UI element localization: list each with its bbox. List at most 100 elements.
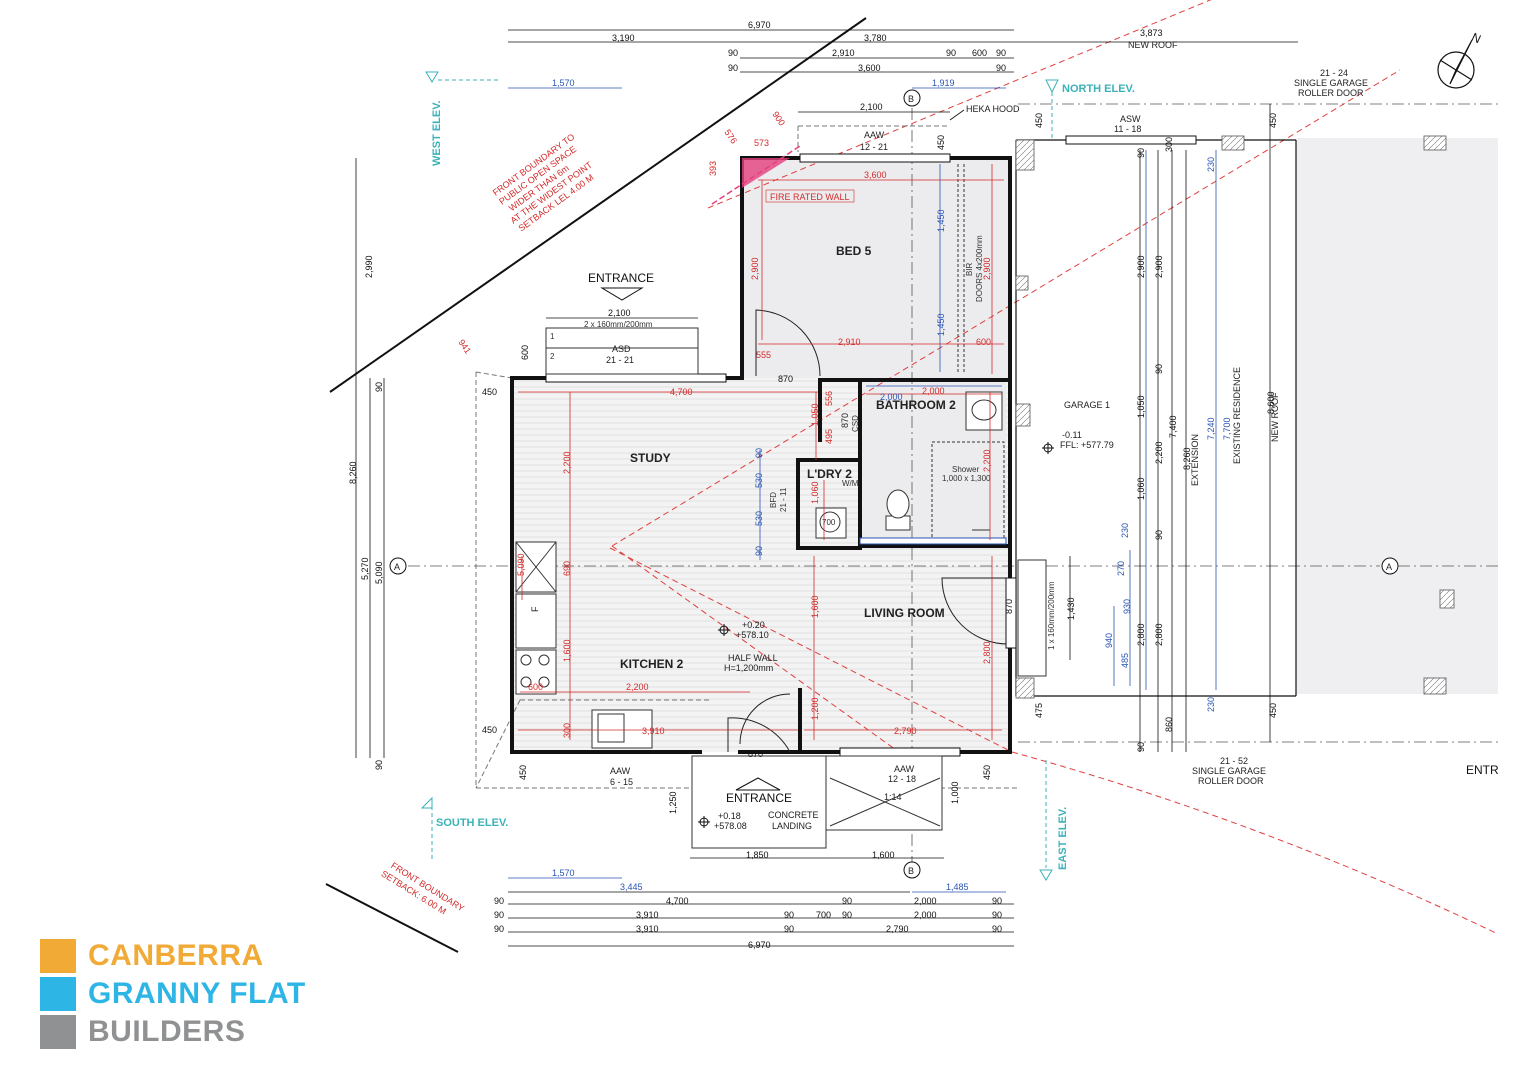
north-elev-label: NORTH ELEV. bbox=[1062, 83, 1135, 95]
svg-text:3,780: 3,780 bbox=[864, 33, 887, 43]
svg-text:2,800: 2,800 bbox=[1136, 623, 1146, 646]
brick-piers bbox=[1015, 135, 1455, 699]
svg-text:1,250: 1,250 bbox=[668, 791, 678, 814]
level-markers bbox=[698, 442, 1054, 828]
heka-hood-label: HEKA HOOD bbox=[966, 104, 1020, 114]
svg-text:90: 90 bbox=[992, 924, 1002, 934]
svg-text:450: 450 bbox=[936, 135, 946, 150]
logo-text-canberra: CANBERRA bbox=[88, 939, 264, 972]
svg-text:2,800: 2,800 bbox=[1154, 623, 1164, 646]
elevation-markers bbox=[420, 71, 1059, 881]
bir-label: BIR bbox=[965, 262, 974, 276]
svg-text:90: 90 bbox=[754, 546, 764, 556]
svg-text:300: 300 bbox=[562, 723, 572, 738]
blue-dimension-text: 1,450 1,450 230 7,240 7,700 230 270 930 … bbox=[754, 157, 1232, 712]
room-bed5: BED 5 bbox=[836, 244, 872, 258]
svg-text:1,600: 1,600 bbox=[810, 595, 820, 618]
svg-text:3,190: 3,190 bbox=[612, 33, 635, 43]
svg-text:2,790: 2,790 bbox=[886, 924, 909, 934]
svg-text:8,600: 8,600 bbox=[1266, 391, 1276, 414]
existing-residence-label: EXISTING RESIDENCE bbox=[1232, 367, 1242, 464]
north-arrow-icon bbox=[1437, 39, 1475, 89]
wm-label: W/M bbox=[842, 479, 859, 488]
svg-text:3,910: 3,910 bbox=[636, 910, 659, 920]
svg-text:5,090: 5,090 bbox=[374, 561, 384, 584]
svg-text:90: 90 bbox=[946, 48, 956, 58]
svg-text:1,570: 1,570 bbox=[552, 868, 575, 878]
svg-text:90: 90 bbox=[996, 48, 1006, 58]
svg-text:6,970: 6,970 bbox=[748, 940, 771, 950]
svg-text:940: 940 bbox=[1104, 633, 1114, 648]
svg-text:450: 450 bbox=[482, 387, 497, 397]
entrance-bottom-label: ENTRANCE bbox=[726, 791, 792, 805]
svg-text:2,100: 2,100 bbox=[608, 308, 631, 318]
svg-text:90: 90 bbox=[374, 760, 384, 770]
svg-text:8,260: 8,260 bbox=[348, 461, 358, 484]
asw-label: ASW bbox=[1120, 114, 1141, 124]
svg-text:230: 230 bbox=[1206, 697, 1216, 712]
svg-text:90: 90 bbox=[494, 896, 504, 906]
svg-text:530: 530 bbox=[754, 511, 764, 526]
svg-text:573: 573 bbox=[754, 138, 769, 148]
svg-text:90: 90 bbox=[1154, 364, 1164, 374]
svg-text:90: 90 bbox=[1136, 148, 1146, 158]
logo-row-2: GRANNY FLAT bbox=[40, 977, 306, 1011]
svg-text:90: 90 bbox=[374, 382, 384, 392]
garage-level: -0.11 bbox=[1062, 430, 1082, 440]
csd-label: CSD bbox=[851, 415, 860, 432]
shower-label: Shower bbox=[952, 465, 979, 474]
svg-text:900: 900 bbox=[770, 110, 787, 128]
aaw-bl-code: 6 - 15 bbox=[610, 777, 633, 787]
ramp-label: 1:14 bbox=[884, 792, 902, 802]
entrance-arrow-bottom bbox=[735, 777, 781, 791]
svg-text:90: 90 bbox=[1136, 742, 1146, 752]
svg-text:600: 600 bbox=[976, 337, 991, 347]
room-kitchen2: KITCHEN 2 bbox=[620, 657, 684, 671]
svg-text:4,700: 4,700 bbox=[666, 896, 689, 906]
svg-text:2,900: 2,900 bbox=[750, 257, 760, 280]
garage-walls bbox=[1015, 139, 1297, 697]
landing-level: +0.18 bbox=[718, 811, 741, 821]
aaw-bl-label: AAW bbox=[610, 766, 631, 776]
svg-text:495: 495 bbox=[824, 429, 834, 444]
svg-text:485: 485 bbox=[1120, 653, 1130, 668]
svg-text:90: 90 bbox=[784, 910, 794, 920]
svg-text:90: 90 bbox=[992, 910, 1002, 920]
svg-text:870: 870 bbox=[748, 749, 763, 759]
flat-level: +0.20 bbox=[742, 620, 765, 630]
svg-text:600: 600 bbox=[520, 345, 530, 360]
garage-door-top-b: ROLLER DOOR bbox=[1298, 88, 1364, 98]
svg-text:576: 576 bbox=[722, 128, 739, 146]
svg-text:1,050: 1,050 bbox=[810, 403, 820, 426]
svg-text:941: 941 bbox=[456, 338, 473, 356]
svg-text:90: 90 bbox=[728, 63, 738, 73]
svg-text:2,000: 2,000 bbox=[914, 910, 937, 920]
svg-text:3,910: 3,910 bbox=[636, 924, 659, 934]
fire-rated-corner bbox=[742, 158, 790, 188]
garage-ffl: FFL: +577.79 bbox=[1060, 440, 1114, 450]
grid-b-bottom: B bbox=[908, 866, 914, 876]
svg-text:7,700: 7,700 bbox=[1222, 417, 1232, 440]
asw-code: 11 - 18 bbox=[1114, 124, 1141, 134]
logo-row-3: BUILDERS bbox=[40, 1015, 245, 1049]
bir-doors: DOORS 4x200mm bbox=[975, 235, 984, 302]
logo-square-orange bbox=[40, 939, 76, 973]
east-steps-label: 1 x 160mm/200mm bbox=[1047, 581, 1056, 650]
svg-text:90: 90 bbox=[754, 448, 764, 458]
svg-text:90: 90 bbox=[784, 924, 794, 934]
svg-text:6,970: 6,970 bbox=[748, 20, 771, 30]
svg-text:1,450: 1,450 bbox=[936, 313, 946, 336]
svg-text:1,000: 1,000 bbox=[950, 781, 960, 804]
svg-text:2,900: 2,900 bbox=[982, 257, 992, 280]
garage-door-bottom-code: 21 - 52 bbox=[1220, 756, 1248, 766]
svg-text:1,050: 1,050 bbox=[1136, 395, 1146, 418]
logo-row-1: CANBERRA bbox=[40, 939, 264, 973]
step-2: 2 bbox=[550, 352, 555, 361]
room-study: STUDY bbox=[630, 451, 671, 465]
asd-code: 21 - 21 bbox=[606, 355, 634, 365]
svg-text:5,090: 5,090 bbox=[516, 553, 526, 576]
svg-text:2,000: 2,000 bbox=[880, 392, 903, 402]
east-elev-label: EAST ELEV. bbox=[1057, 807, 1069, 870]
red-dimension-lines bbox=[518, 164, 1004, 740]
